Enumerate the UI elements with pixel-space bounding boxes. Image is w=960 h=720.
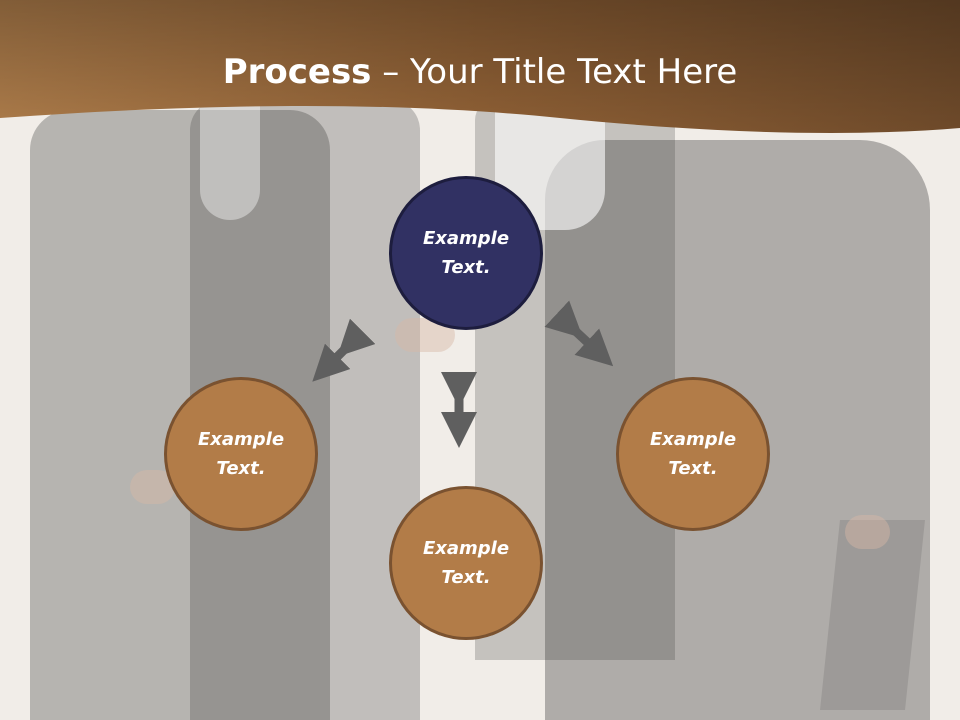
slide-title-bold: Process	[222, 52, 372, 92]
slide-title-rest: – Your Title Text Here	[371, 52, 738, 92]
slide-title: Process – Your Title Text Here	[0, 52, 960, 92]
bg-shirt-left	[200, 100, 260, 220]
bg-hand-right	[845, 515, 890, 549]
arrow-top-right	[544, 300, 614, 367]
title-band	[0, 0, 960, 133]
arrow-top-left	[312, 318, 376, 382]
